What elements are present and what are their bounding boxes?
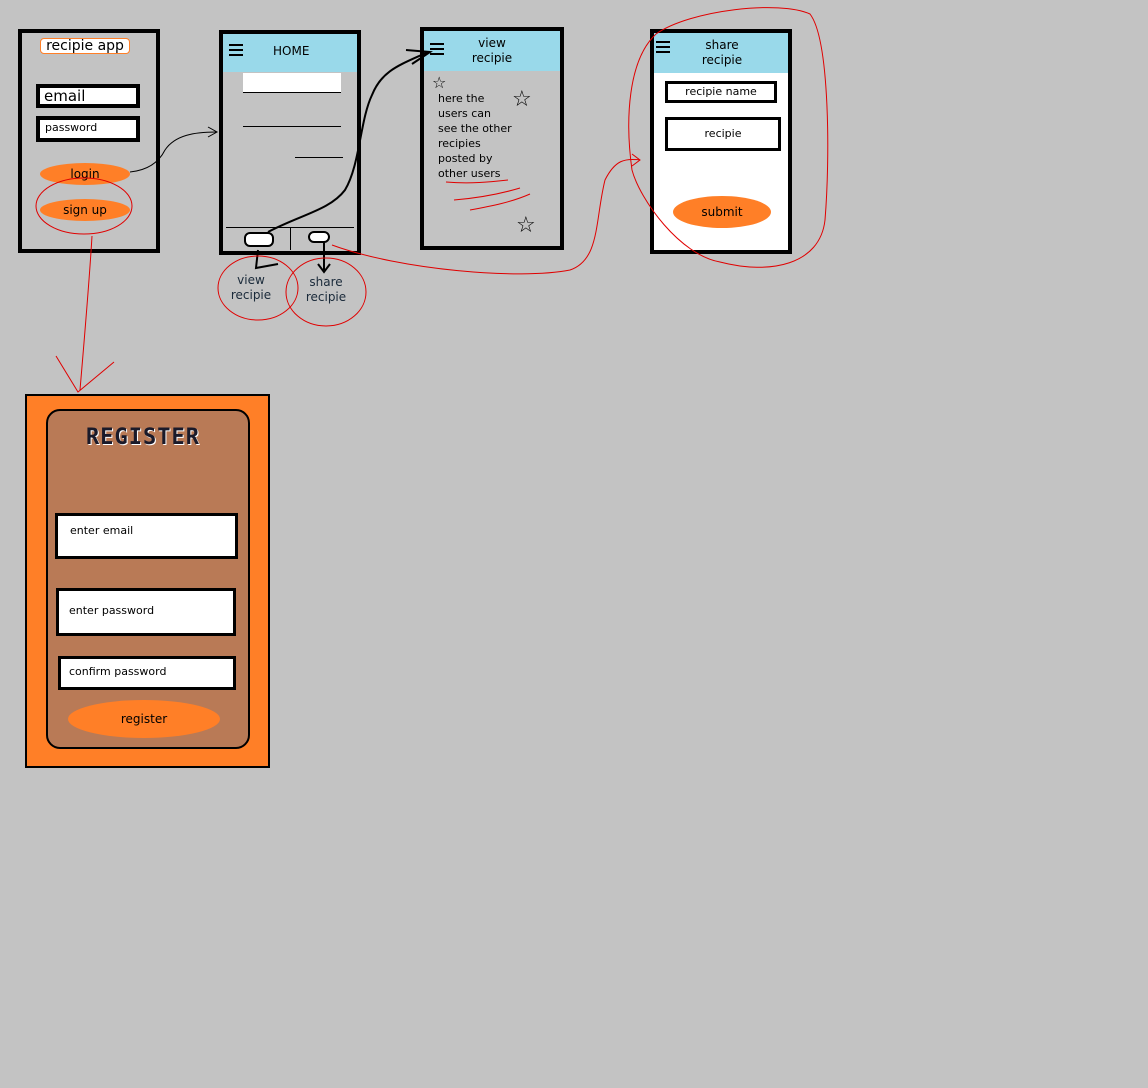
star-icon: ☆ [432,73,447,92]
star-icon: ☆ [516,213,536,238]
share-recipe-tab[interactable] [308,231,330,243]
menu-icon[interactable] [229,44,243,56]
share-title: share recipie [701,38,743,67]
arrowhead [55,355,115,393]
arrowhead [631,153,641,167]
home-header: HOME [223,34,357,72]
home-title: HOME [273,44,310,58]
arrowhead [317,263,331,274]
star-icon: ☆ [512,87,532,112]
register-title: REGISTER [86,425,200,450]
register-screen: REGISTER enter email enter password conf… [25,394,270,768]
register-confirm-field[interactable]: confirm password [58,656,236,690]
submit-button[interactable]: submit [673,196,771,228]
password-field[interactable]: password [36,116,140,142]
register-email-field[interactable]: enter email [55,513,238,559]
home-screen: HOME [219,30,361,255]
view-recipe-nav-label: view recipie [230,273,272,302]
bottom-nav [226,227,354,250]
recipe-name-field[interactable]: recipie name [665,81,777,103]
login-button[interactable]: login [40,163,130,185]
register-password-field[interactable]: enter password [56,588,236,636]
menu-icon[interactable] [656,41,670,53]
recipe-field[interactable]: recipie [665,117,781,151]
arrowhead [207,126,219,138]
login-screen: recipie app email password login sign up [18,29,160,253]
register-panel: REGISTER enter email enter password conf… [46,409,250,749]
menu-icon[interactable] [430,43,444,55]
content-line [243,126,341,127]
email-field[interactable]: email [36,84,140,108]
nav-divider [290,228,291,250]
view-recipe-tab[interactable] [244,232,274,247]
share-recipe-nav-label: share recipie [305,275,347,304]
content-line [295,157,343,158]
view-header: view recipie [424,31,560,71]
view-recipe-screen: view recipie here the users can see the … [420,27,564,250]
view-title: view recipie [471,36,513,65]
app-title: recipie app [40,38,130,54]
share-recipe-screen: share recipie recipie name recipie submi… [650,29,792,254]
register-button[interactable]: register [68,700,220,738]
home-content-block [243,73,341,93]
signup-button[interactable]: sign up [40,199,130,221]
share-header: share recipie [654,33,788,73]
signup-to-register-arrow [79,235,93,391]
